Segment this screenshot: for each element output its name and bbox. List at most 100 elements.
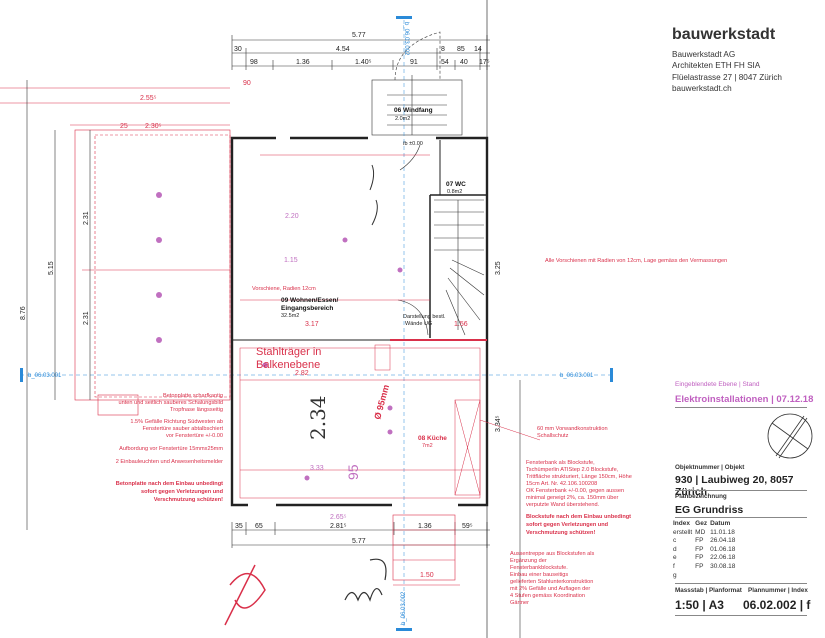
dim-label: 17⁵ <box>479 59 490 66</box>
section-label-bottom[interactable]: b_06.03.002 <box>401 591 407 625</box>
svg-text:Verschmutzung schützen!: Verschmutzung schützen! <box>526 530 595 536</box>
svg-text:Schallschutz: Schallschutz <box>537 433 569 439</box>
dim-label: 2.20 <box>285 213 299 220</box>
office-brand: bauwerkstadt <box>672 26 776 43</box>
project-label: Objektnummer | Objekt <box>675 464 745 471</box>
section-label-right[interactable]: b_06.03.001 <box>560 373 594 379</box>
svg-text:2 Einbauleuchten und Anwesenhe: 2 Einbauleuchten und Anwesenheitsmelder <box>116 459 223 465</box>
dim-label: 98 <box>250 59 258 66</box>
svg-text:Verschmutzung schützen!: Verschmutzung schützen! <box>154 497 223 503</box>
dim-label: 2.31 <box>83 211 90 225</box>
svg-text:Ergänzung der: Ergänzung der <box>510 558 547 564</box>
note-darstellung: Darstellung bestl. <box>403 314 446 320</box>
dim-left-total: 8.76 <box>20 306 27 320</box>
terrace-lights <box>156 192 162 343</box>
layer-value: Elektroinstallationen | 07.12.18 <box>675 394 814 405</box>
dim-label: 40 <box>460 59 468 66</box>
svg-text:OK Fensterbank +/-0.00, gegen: OK Fensterbank +/-0.00, gegen aussen <box>526 488 624 494</box>
room-wohnen-name: 09 Wohnen/Essen/ <box>281 297 339 304</box>
svg-text:Fensterbankblockstufe.: Fensterbankblockstufe. <box>510 565 568 571</box>
svg-text:60 mm Vorwandkonstruktion: 60 mm Vorwandkonstruktion <box>537 426 608 432</box>
svg-text:mit 2% Gefälle und Auflagen de: mit 2% Gefälle und Auflagen der <box>510 586 590 592</box>
divider <box>675 490 807 491</box>
table-row: g <box>673 571 677 579</box>
handwritten-signature <box>224 564 266 626</box>
scale-value: 1:50 | A3 <box>675 598 724 612</box>
handwritten-note: Ø 95mm <box>372 384 391 421</box>
dim-label: 30 <box>234 46 242 53</box>
dim-label: 90 <box>243 80 251 87</box>
divider <box>675 583 807 584</box>
svg-text:minimal geneigt 2%, ca. 150mm: minimal geneigt 2%, ca. 150mm über <box>526 495 618 501</box>
section-label-top[interactable]: b_06.03.002 <box>403 22 409 56</box>
dim-label: 2.30⁵ <box>145 123 162 130</box>
handwritten-signature <box>369 164 378 226</box>
dim-label: 3.25 <box>495 261 502 275</box>
electrical-points <box>262 237 403 481</box>
dim-label: 2.31 <box>83 311 90 325</box>
svg-text:Aufbordung vor Fenstertüre 15m: Aufbordung vor Fenstertüre 15mmx25mm <box>119 446 223 452</box>
section-marker[interactable] <box>396 16 412 19</box>
room-kueche-area: 7m2 <box>422 443 433 449</box>
plan-value: EG Grundriss <box>675 504 744 516</box>
dim-label: 35 <box>235 523 243 530</box>
office-line: Bauwerkstadt AG <box>672 50 736 59</box>
section-marker[interactable] <box>396 628 412 631</box>
room-windfang-area: 2.0m2 <box>395 116 410 122</box>
svg-text:Fensterbank als Blockstufe,: Fensterbank als Blockstufe, <box>526 460 595 466</box>
building-walls <box>230 136 489 507</box>
dim-label: 1.56 <box>454 321 468 328</box>
room-kueche-name: 08 Küche <box>418 435 447 442</box>
handwritten-dimension: 2.34 <box>306 395 330 440</box>
note-stahltraeger: Balkenebene <box>256 359 320 371</box>
dim-label: 4.54 <box>336 46 350 53</box>
installation-overlay <box>239 154 541 499</box>
project-value: 930 | Laubiweg 20, 8057 Zürich <box>675 474 794 498</box>
note-stahltraeger: Stahlträger in <box>256 346 321 358</box>
dim-label: 1.40⁵ <box>355 59 372 66</box>
ffl-label: fb ±0.00 <box>403 141 423 147</box>
plan-label: Planbezeichnung <box>675 493 727 500</box>
svg-text:Trittfläche strukturiert, Läng: Trittfläche strukturiert, Länge 150cm, H… <box>526 474 632 480</box>
dim-total-top: 5.77 <box>352 32 366 39</box>
dim-total-bottom: 5.77 <box>352 538 366 545</box>
col-header: Datum <box>710 520 731 527</box>
section-label-left[interactable]: b_06.03.001 <box>28 373 62 379</box>
svg-text:Aussentreppe aus Blockstufen a: Aussentreppe aus Blockstufen als <box>510 551 594 557</box>
dim-label: 2.65⁵ <box>330 514 347 521</box>
office-line: Flüelastrasse 27 | 8047 Zürich <box>672 72 782 82</box>
dim-label: 3.33 <box>310 465 324 472</box>
svg-text:Fenstertüre sauber abtalbschie: Fenstertüre sauber abtalbschiert <box>142 426 223 432</box>
note-vorschiene: Vorschiene, Radien 12cm <box>252 286 316 292</box>
dim-label: 59⁵ <box>462 523 473 530</box>
dim-label: 2.55⁵ <box>140 95 157 102</box>
dim-label: 8 <box>441 46 445 53</box>
scale-label: Massstab | Planformat <box>675 587 742 594</box>
room-wc-name: 07 WC <box>446 181 466 188</box>
door-swing <box>399 144 421 171</box>
dim-label: 85 <box>457 46 465 53</box>
divider <box>675 517 807 518</box>
dim-label: 3.17 <box>305 321 319 328</box>
left-dimensions <box>26 80 91 530</box>
dim-label: 1.15 <box>284 257 298 264</box>
room-wohnen-area: 32.5m2 <box>281 313 299 319</box>
dim-label: 25 <box>120 123 128 130</box>
dim-label: 14 <box>474 46 482 53</box>
svg-text:Tropfnase längsseitig: Tropfnase längsseitig <box>170 407 223 413</box>
svg-text:Tschümperlin ATIStep 2.0 Block: Tschümperlin ATIStep 2.0 Blockstufe, <box>526 467 619 473</box>
svg-text:1.5% Gefälle Richtung Südweste: 1.5% Gefälle Richtung Südwesten ab <box>130 419 223 425</box>
col-header: Gez <box>695 520 708 527</box>
col-header: Index <box>673 520 690 527</box>
office-line: bauwerkstadt.ch <box>672 83 732 93</box>
dim-label: 1.36 <box>296 59 310 66</box>
handwritten-signature <box>344 558 387 602</box>
svg-text:Betonplatte nach dem Einbau un: Betonplatte nach dem Einbau unbedingt <box>116 481 223 487</box>
